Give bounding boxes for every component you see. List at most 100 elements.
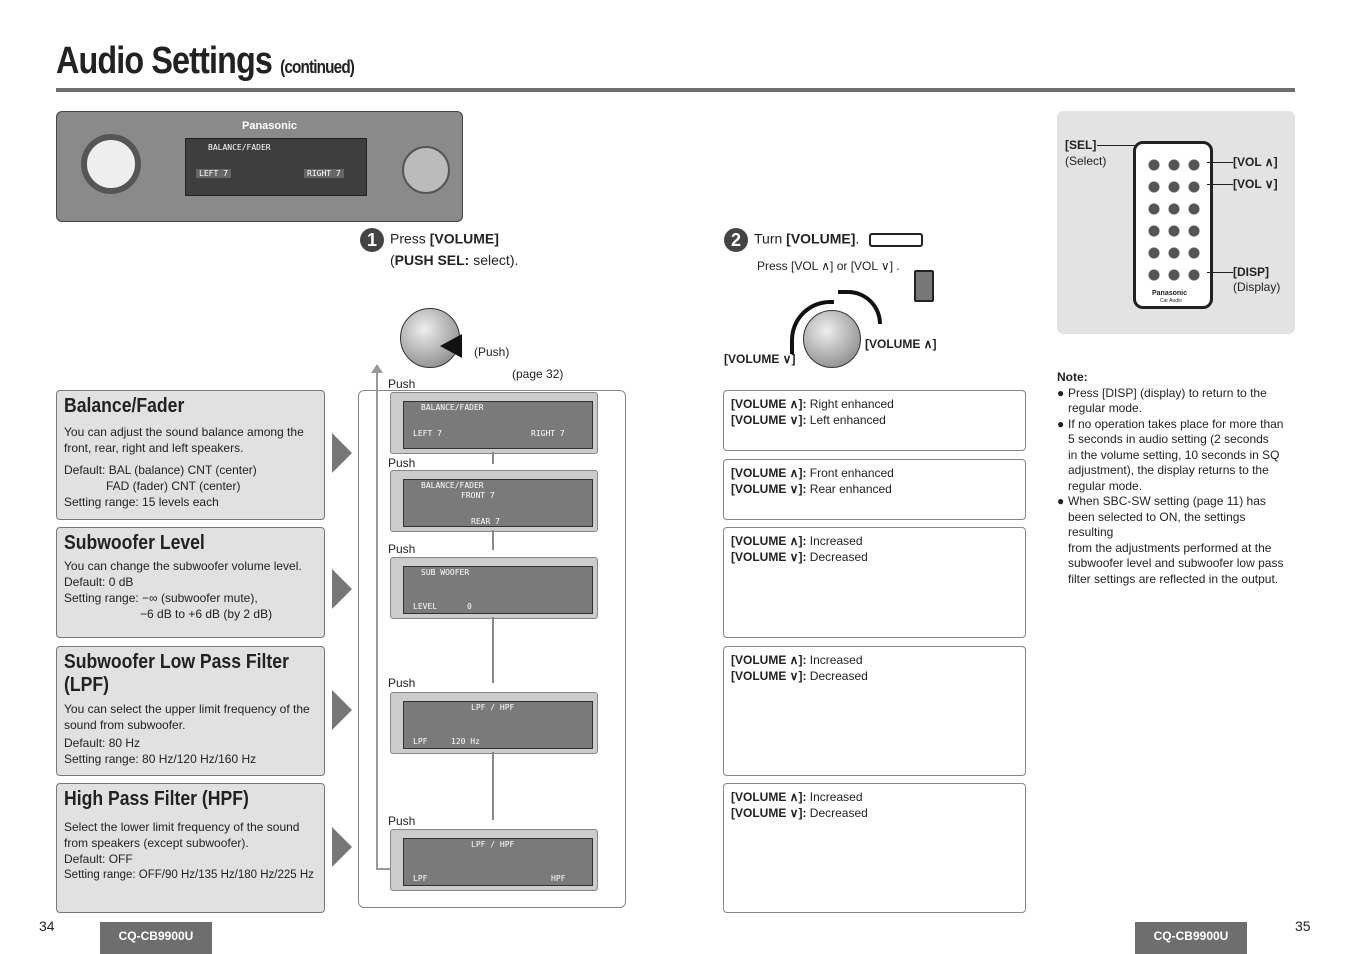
screen-subwoofer: SUB WOOFER LEVEL 0	[390, 557, 598, 619]
section-desc-2: from speakers (except subwoofer).	[64, 836, 249, 850]
push-label-4: Push	[388, 676, 416, 690]
section-title: Subwoofer Low Pass Filter	[64, 651, 289, 673]
section-desc-1: You can change the subwoofer volume leve…	[64, 559, 302, 573]
section-subwoofer-level: Subwoofer Level You can change the subwo…	[56, 527, 325, 638]
vol-up-key: [VOLUME ∧]:	[731, 653, 807, 667]
screen-left: LEFT 7	[413, 429, 442, 438]
flow-arrow	[492, 752, 494, 820]
push-label-5: Push	[388, 814, 416, 828]
note-line: been selected to ON, the settings result…	[1068, 509, 1246, 540]
turn-arrow-right-icon	[838, 290, 882, 324]
push-label-1: Push	[388, 377, 416, 391]
section-arrow-icon	[332, 827, 352, 867]
head-unit-illustration: Panasonic BALANCE/FADER LEFT 7 RIGHT 7	[56, 111, 463, 222]
section-subwoofer-lpf: Subwoofer Low Pass Filter (LPF) You can …	[56, 646, 325, 776]
turn-arrow-left-icon	[790, 300, 834, 354]
screen-left: LEVEL	[413, 602, 438, 611]
section-default: Default: 80 Hz	[64, 736, 141, 750]
section-range: Setting range: OFF/90 Hz/135 Hz/180 Hz/2…	[64, 869, 314, 881]
remote-brand: Panasonic	[1152, 290, 1188, 297]
step-1-key: [VOLUME]	[429, 230, 499, 247]
note-line: adjustment), the display returns to the	[1068, 463, 1269, 477]
vol-down-desc: Left enhanced	[806, 413, 886, 427]
note-line: from the adjustments performed at the	[1068, 540, 1272, 555]
step-2-key: [VOLUME]	[786, 230, 856, 247]
push-label-3: Push	[388, 542, 416, 556]
title-text: Audio Settings	[56, 40, 273, 82]
screen-hpf: LPF / HPF LPF HPF	[390, 829, 598, 891]
return-line	[376, 372, 390, 870]
model-badge-left: CQ-CB9900U	[100, 922, 212, 954]
section-arrow-icon	[332, 569, 352, 609]
section-desc-2: front, rear, right and left speakers.	[64, 441, 244, 455]
screen-title: SUB WOOFER	[421, 568, 470, 577]
note-line: regular mode.	[1068, 478, 1143, 493]
vol-up-key: [VOLUME ∧]:	[731, 790, 807, 804]
return-arrow-icon	[371, 364, 383, 373]
flow-arrow	[492, 617, 494, 683]
control-pad-icon	[402, 146, 450, 194]
section-desc-2: sound from subwoofer.	[64, 718, 186, 732]
display-right: RIGHT 7	[304, 169, 344, 178]
page-number-left: 34	[39, 918, 55, 934]
vol-down-desc: Decreased	[806, 806, 868, 820]
section-range: Setting range: −∞ (subwoofer mute),	[64, 591, 258, 605]
volume-box-subwoofer: [VOLUME ∧]: Increased [VOLUME ∨]: Decrea…	[723, 527, 1026, 638]
step-1-prefix: Press	[390, 230, 430, 247]
display-left: LEFT 7	[196, 169, 231, 178]
screen-title: BALANCE/FADER	[421, 403, 484, 412]
volume-knob-icon	[81, 134, 141, 194]
vol-up-desc: Increased	[806, 790, 863, 804]
note-line: 5 seconds in audio setting (2 seconds	[1068, 432, 1269, 446]
vol-down-key: [VOLUME ∨]:	[731, 413, 807, 427]
note-heading: Note:	[1057, 370, 1088, 384]
push-label-2: Push	[388, 456, 416, 470]
section-desc-1: Select the lower limit frequency of the …	[64, 820, 300, 834]
screen-right: HPF	[551, 874, 566, 883]
section-arrow-icon	[332, 690, 352, 730]
section-title-2: (LPF)	[64, 674, 109, 696]
note-line: When SBC-SW setting (page 11) has	[1068, 494, 1266, 508]
remote-small-icon	[914, 270, 934, 302]
section-range: Setting range: 80 Hz/120 Hz/160 Hz	[64, 752, 257, 766]
vol-down-key: [VOLUME ∨]:	[731, 806, 807, 820]
remote-vol-up: [VOL ∧]	[1233, 155, 1278, 169]
step-1-number: 1	[360, 228, 384, 252]
flow-arrow	[492, 530, 494, 550]
remote-sel-leader	[1097, 145, 1167, 146]
screen-title: LPF / HPF	[471, 840, 515, 849]
note-item-1: ● Press [DISP] (display) to return to th…	[1057, 386, 1293, 417]
step-1-line2-key: PUSH SEL:	[394, 252, 470, 268]
screen-title: LPF / HPF	[471, 703, 515, 712]
section-hpf: High Pass Filter (HPF) Select the lower …	[56, 783, 325, 913]
display-title: BALANCE/FADER	[208, 143, 271, 152]
section-title: High Pass Filter (HPF)	[64, 788, 249, 810]
remote-disp-desc: (Display)	[1233, 280, 1281, 294]
screen-left: LPF	[413, 874, 428, 883]
page-ref: (page 32)	[512, 367, 564, 381]
section-default: Default: OFF	[64, 852, 133, 866]
section-title: Subwoofer Level	[64, 532, 205, 554]
page-title: Audio Settings (continued)	[56, 40, 355, 83]
section-balance-fader: Balance/Fader You can adjust the sound b…	[56, 390, 325, 520]
vol-up-desc: Front enhanced	[806, 466, 894, 480]
note-line: If no operation takes place for more tha…	[1068, 416, 1284, 431]
note-line: Press [DISP] (display) to return to the	[1068, 385, 1267, 400]
screen-left: FRONT 7	[461, 491, 495, 500]
remote-panel: [SEL] (Select) Panasonic Car Audio [VOL …	[1057, 111, 1295, 334]
step-2-number: 2	[724, 228, 748, 252]
note-item-3: ● When SBC-SW setting (page 11) has been…	[1057, 494, 1293, 587]
screen-right: RIGHT 7	[531, 429, 565, 438]
step-2-remote-line: Press [VOL ∧] or [VOL ∨] .	[757, 259, 900, 273]
screen-right: 0	[467, 602, 472, 611]
screen-right: REAR 7	[471, 517, 500, 526]
volume-box-hpf: [VOLUME ∧]: Increased [VOLUME ∨]: Decrea…	[723, 783, 1026, 913]
knob-vol-up: [VOLUME ∧]	[865, 337, 937, 351]
push-label: (Push)	[474, 345, 510, 359]
step-1-line2-rest: select).	[469, 252, 519, 268]
screen-left: LPF	[413, 737, 428, 746]
section-desc-1: You can adjust the sound balance among t…	[64, 425, 304, 439]
remote-vol-leader	[1207, 184, 1233, 185]
vol-up-key: [VOLUME ∧]:	[731, 466, 807, 480]
remote-buttons	[1144, 154, 1202, 284]
